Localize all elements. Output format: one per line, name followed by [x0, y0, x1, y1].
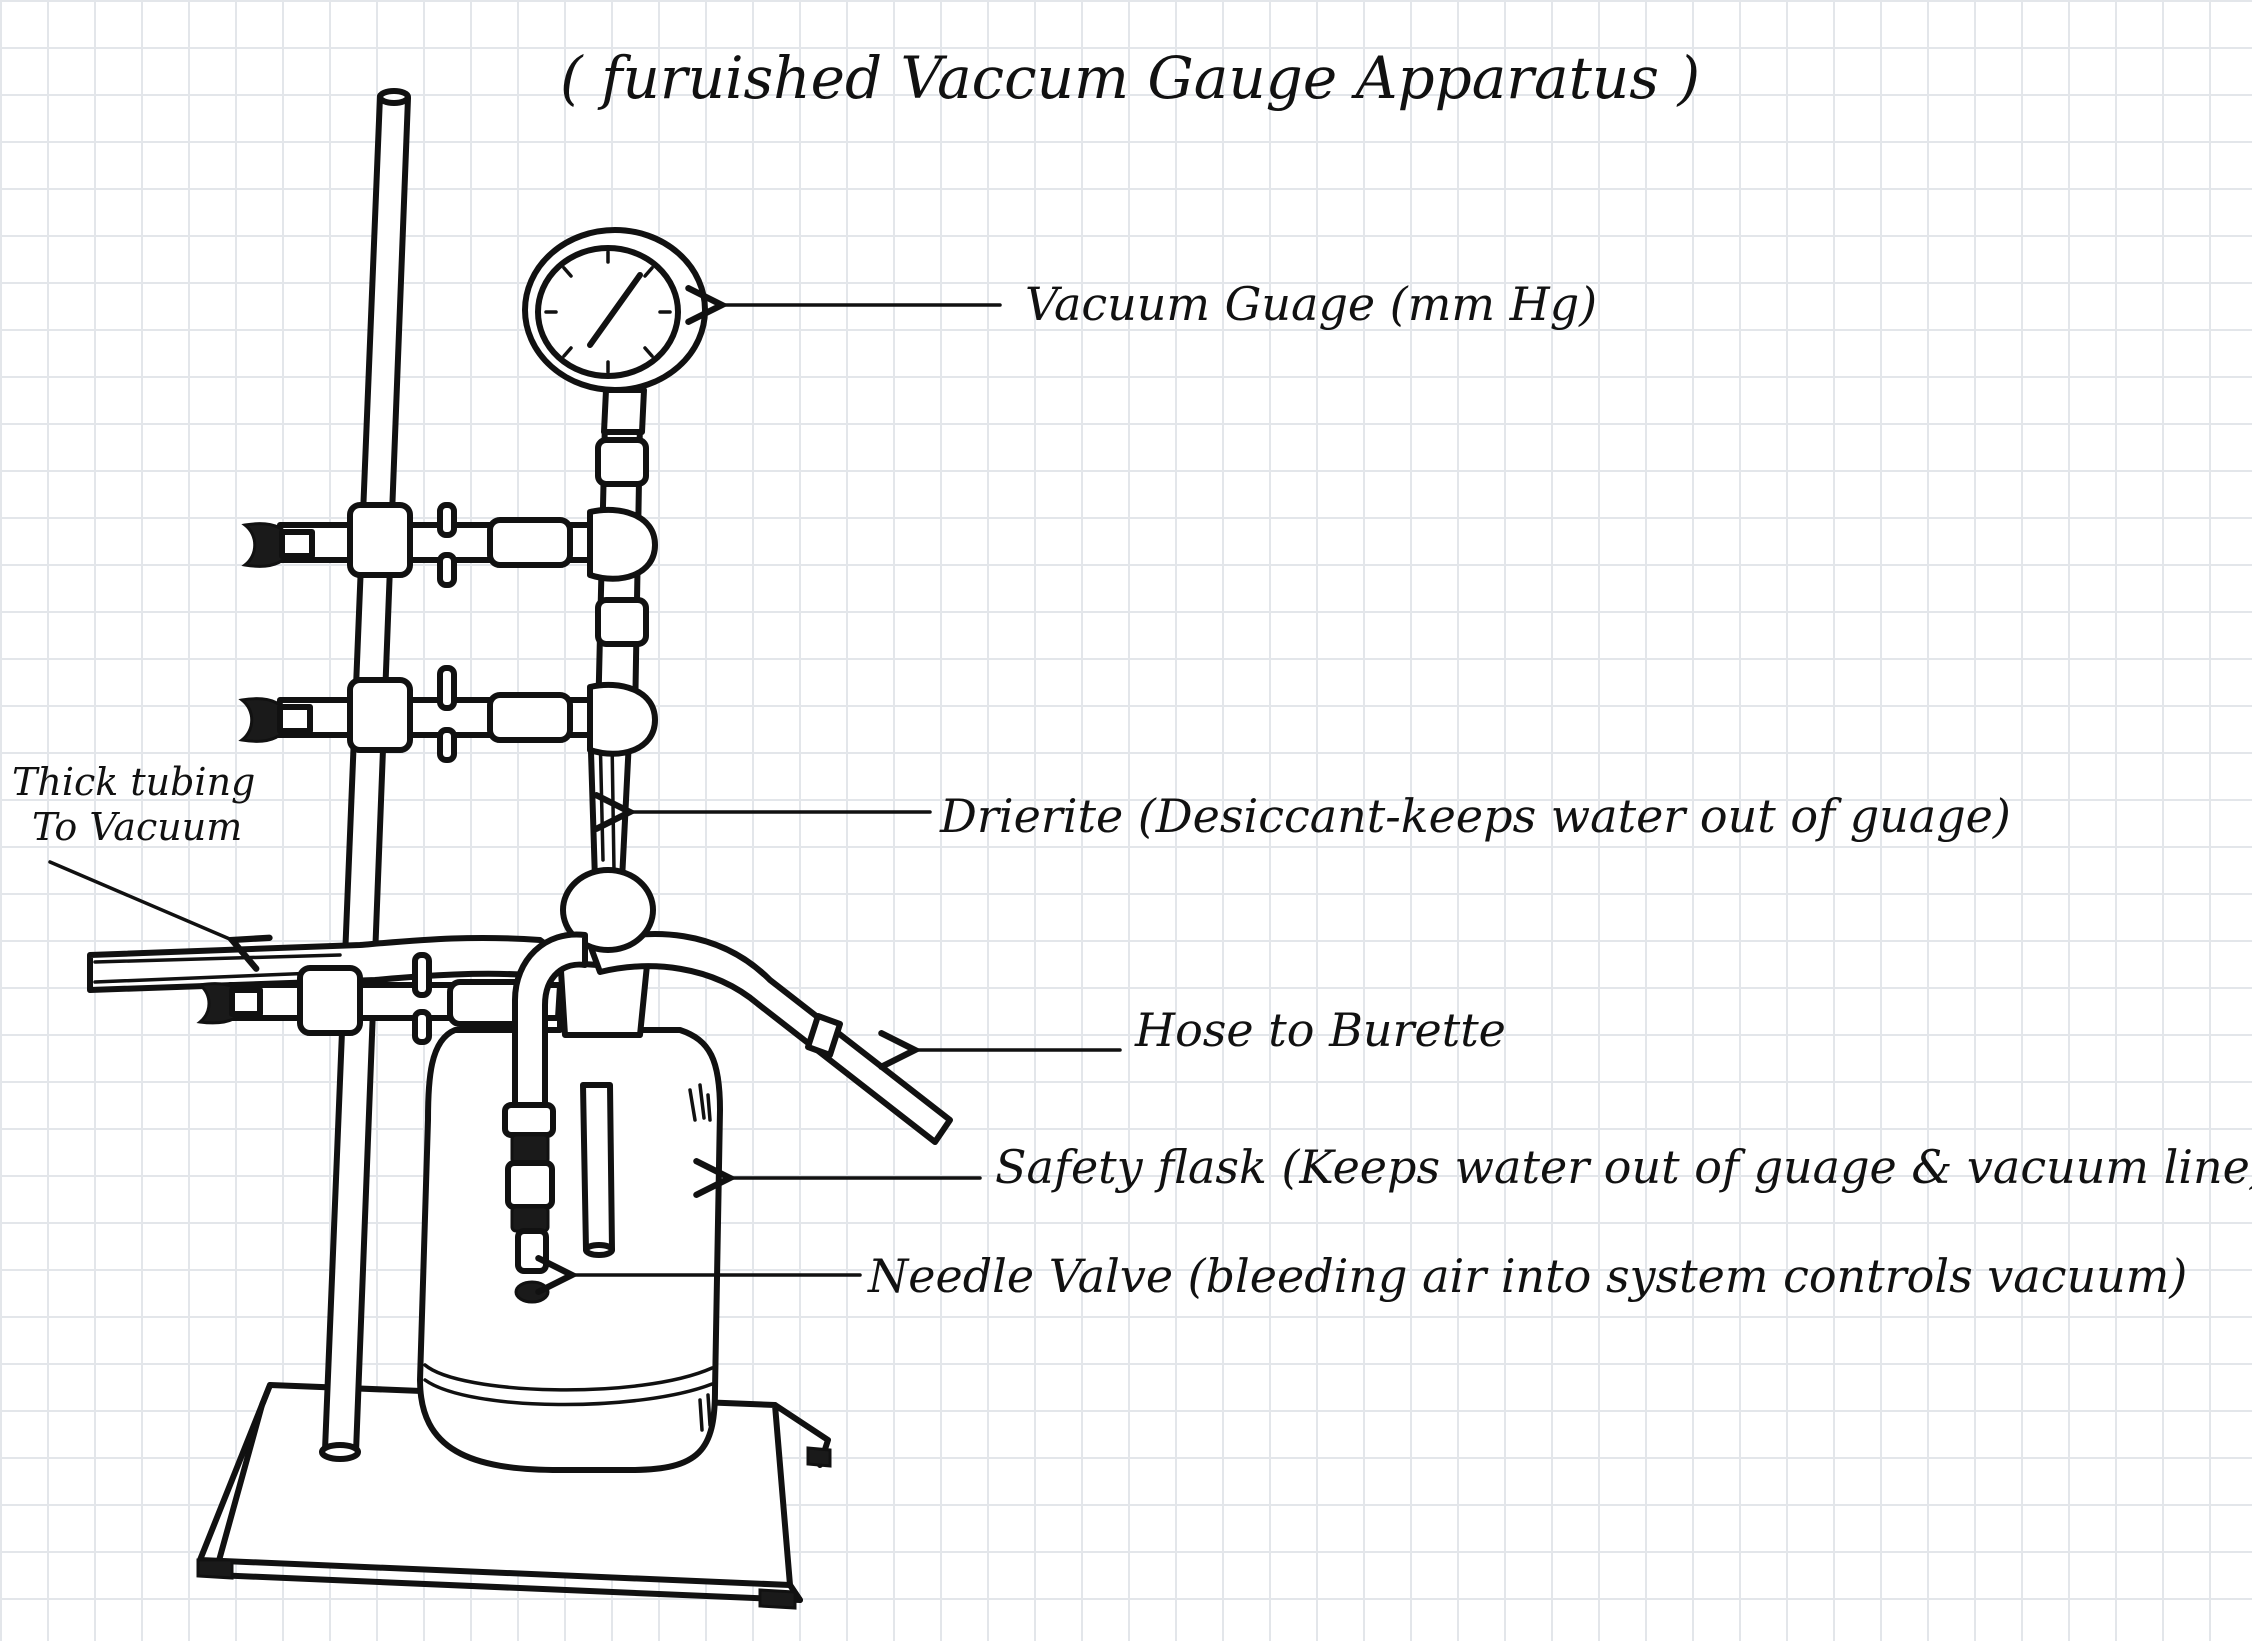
label-thick-tubing-line1: Thick tubing	[12, 760, 255, 804]
arrow-thick-tubing	[48, 860, 232, 940]
drierite-column	[560, 387, 656, 953]
label-hose-to-burette: Hose to Burette	[1134, 1003, 1506, 1057]
label-needle-valve: Needle Valve (bleeding air into system c…	[867, 1249, 2187, 1303]
label-vacuum-gauge: Vacuum Guage (mm Hg)	[1025, 277, 1597, 331]
hose-to-burette	[587, 931, 953, 1145]
gauge-ticks	[544, 250, 672, 374]
gauge-needle	[587, 272, 643, 348]
clamp-top	[241, 502, 658, 588]
annotation-arrows	[48, 305, 1122, 1275]
diagram-title: ( furuished Vaccum Gauge Apparatus )	[560, 44, 1700, 112]
clamp-bottom	[196, 952, 563, 1045]
clamp-middle	[238, 665, 658, 763]
vacuum-gauge	[522, 227, 708, 393]
stand-rod	[319, 88, 411, 1462]
needle-valve-hose	[512, 931, 588, 1113]
label-safety-flask: Safety flask (Keeps water out of guage &…	[995, 1140, 2252, 1194]
label-drierite: Drierite (Desiccant-keeps water out of g…	[939, 789, 2011, 843]
label-thick-tubing-line2: To Vacuum	[32, 805, 242, 849]
